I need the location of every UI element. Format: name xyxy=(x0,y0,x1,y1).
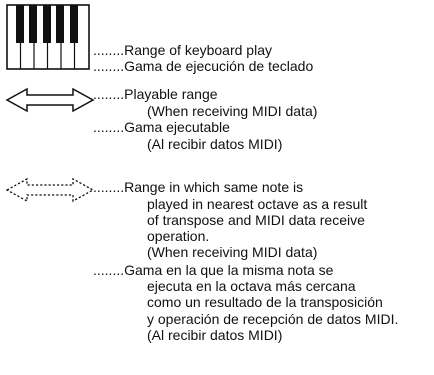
transpose-range-es-3: como un resultado de la transposición xyxy=(147,294,383,310)
transpose-range-en-2: played in nearest octave as a result xyxy=(147,196,368,212)
playable-range-en-2: (When receiving MIDI data) xyxy=(147,103,318,119)
keyboard-range-es: ........Gama de ejecución de teclado xyxy=(93,58,314,74)
transpose-range-es-4: y operación de recepción de datos MIDI. xyxy=(147,311,399,327)
transpose-range-es-5: (Al recibir datos MIDI) xyxy=(147,327,283,343)
transpose-range-en-3: of transpose and MIDI data receive xyxy=(147,212,365,228)
transpose-range-es-2: ejecuta en la octava más cercana xyxy=(147,278,356,294)
transpose-range-en-5: (When receiving MIDI data) xyxy=(147,244,318,260)
transpose-range-en-4: operation. xyxy=(147,228,210,244)
keyboard-range-en: ........Range of keyboard play xyxy=(93,42,272,58)
transpose-range-en-1: ........Range in which same note is xyxy=(93,179,304,195)
dashed-double-arrow-icon xyxy=(5,177,95,203)
playable-range-en-1: ........Playable range xyxy=(93,86,218,102)
solid-double-arrow-icon xyxy=(5,87,95,113)
playable-range-es-1: ........Gama ejecutable xyxy=(93,119,230,135)
keyboard-icon xyxy=(6,4,90,70)
transpose-range-es-1: ........Gama en la que la misma nota se xyxy=(93,262,334,278)
playable-range-es-2: (Al recibir datos MIDI) xyxy=(147,136,283,152)
